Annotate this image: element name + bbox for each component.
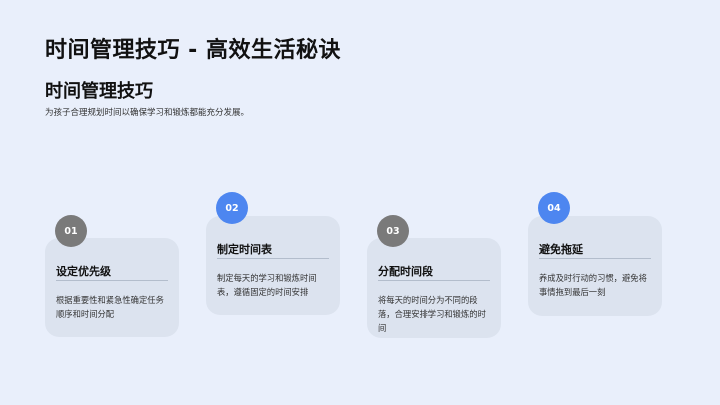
step-badge-1: 01 — [55, 215, 87, 247]
step-badge-3: 03 — [377, 215, 409, 247]
step-card-2: 制定时间表 制定每天的学习和锻炼时间表，遵循固定的时间安排 — [206, 216, 340, 315]
card-title: 制定时间表 — [217, 243, 272, 256]
section-title: 时间管理技巧 — [45, 81, 153, 102]
card-text: 养成及时行动的习惯，避免将事情拖到最后一刻 — [539, 273, 647, 297]
divider — [539, 258, 651, 259]
step-card-3: 分配时间段 将每天的时间分为不同的段落，合理安排学习和锻炼的时间 — [367, 238, 501, 338]
card-title: 设定优先级 — [56, 265, 111, 278]
card-text: 将每天的时间分为不同的段落，合理安排学习和锻炼的时间 — [378, 295, 486, 333]
divider — [378, 280, 490, 281]
subtitle: 为孩子合理规划时间以确保学习和锻炼都能充分发展。 — [45, 108, 250, 118]
step-card-1: 设定优先级 根据重要性和紧急性确定任务顺序和时间分配 — [45, 238, 179, 337]
card-text: 根据重要性和紧急性确定任务顺序和时间分配 — [56, 295, 164, 319]
card-title: 避免拖延 — [539, 243, 583, 256]
step-badge-2: 02 — [216, 192, 248, 224]
card-title: 分配时间段 — [378, 265, 433, 278]
card-text: 制定每天的学习和锻炼时间表，遵循固定的时间安排 — [217, 273, 317, 297]
divider — [217, 258, 329, 259]
step-card-4: 避免拖延 养成及时行动的习惯，避免将事情拖到最后一刻 — [528, 216, 662, 316]
divider — [56, 280, 168, 281]
step-badge-4: 04 — [538, 192, 570, 224]
main-title: 时间管理技巧 - 高效生活秘诀 — [45, 38, 341, 63]
